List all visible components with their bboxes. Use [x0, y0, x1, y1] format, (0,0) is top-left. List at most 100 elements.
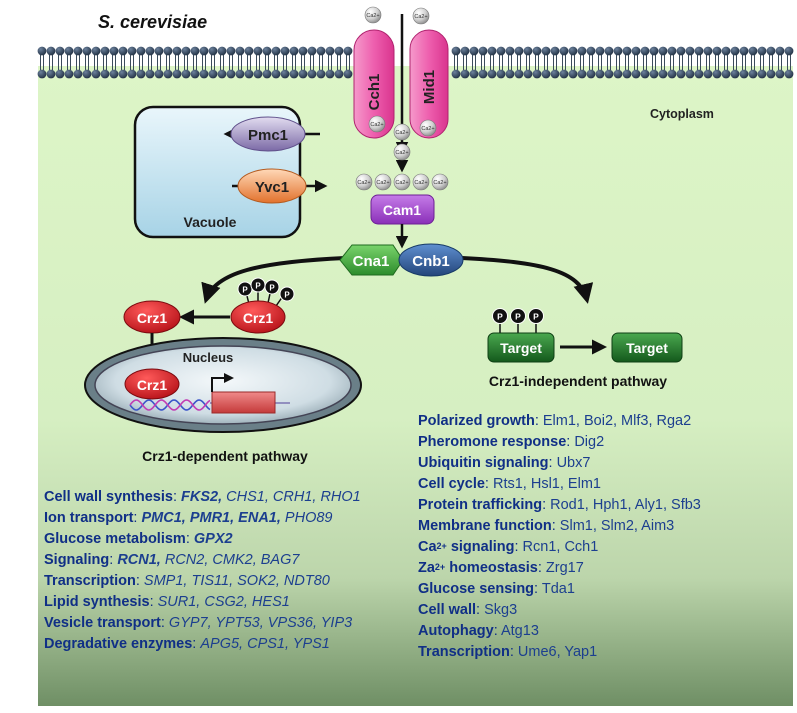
lipid-head: [127, 69, 137, 79]
lipid-head: [244, 69, 254, 79]
lipid-head: [217, 46, 227, 56]
lipid-head: [109, 46, 119, 56]
lipid-head: [604, 46, 614, 56]
lipid-head: [226, 69, 236, 79]
pmc1-label: Pmc1: [248, 127, 288, 144]
lipid-head: [658, 69, 668, 79]
lipid-head: [163, 69, 173, 79]
lipid-head: [244, 46, 254, 56]
lipid-head: [676, 69, 686, 79]
lipid-head: [199, 69, 209, 79]
lipid-head: [451, 69, 461, 79]
crz1-nuclear-label: Crz1: [137, 377, 168, 393]
lipid-head: [730, 46, 740, 56]
calcium-ion: [374, 173, 392, 191]
lipid-head: [235, 69, 245, 79]
lipid-head: [586, 69, 596, 79]
lipid-head: [181, 46, 191, 56]
lipid-head: [145, 46, 155, 56]
lipid-head: [181, 69, 191, 79]
lipid-head: [100, 46, 110, 56]
lipid-head: [118, 46, 128, 56]
lipid-head: [145, 69, 155, 79]
calcium-ion: [393, 173, 411, 191]
lipid-head: [127, 46, 137, 56]
calcium-ion-label: Ca2+: [370, 122, 383, 128]
lipid-head: [226, 46, 236, 56]
cch1-channel: Cch1: [353, 29, 395, 139]
lipid-head: [595, 46, 605, 56]
lipid-head: [712, 46, 722, 56]
lipid-head: [343, 46, 353, 56]
lipid-head: [478, 46, 488, 56]
lipid-head: [136, 69, 146, 79]
lipid-head: [514, 69, 524, 79]
lipid-head: [64, 46, 74, 56]
lipid-head: [748, 69, 758, 79]
lipid-head: [514, 46, 524, 56]
lipid-head: [307, 69, 317, 79]
calcium-ion-label: Ca2+: [433, 180, 446, 186]
mid1-channel: Mid1: [409, 29, 449, 139]
lipid-head: [262, 46, 272, 56]
lipid-head: [550, 69, 560, 79]
lipid-head: [649, 46, 659, 56]
phosphate-group: [510, 308, 526, 324]
lipid-head: [730, 69, 740, 79]
lipid-head: [199, 46, 209, 56]
lipid-head: [118, 69, 128, 79]
lipid-head: [289, 69, 299, 79]
calcium-ion-label: Ca2+: [421, 126, 434, 132]
cch1-label: Cch1: [366, 74, 383, 111]
lipid-head: [541, 46, 551, 56]
phosphate-label: P: [242, 286, 248, 295]
target-active-label: Target: [626, 340, 668, 356]
lipid-head: [478, 69, 488, 79]
target-phospho-label: Target: [500, 340, 542, 356]
crz1-active-label: Crz1: [137, 310, 168, 326]
lipid-head: [55, 46, 65, 56]
lipid-head: [559, 69, 569, 79]
target-active: Target: [611, 332, 683, 363]
lipid-head: [685, 46, 695, 56]
lipid-head: [748, 46, 758, 56]
lipid-head: [577, 46, 587, 56]
lipid-head: [235, 46, 245, 56]
calcium-ion: [412, 7, 430, 25]
lipid-head: [451, 46, 461, 56]
nucleus-label: Nucleus: [183, 350, 234, 365]
lipid-head: [784, 69, 794, 79]
cnb1-subunit: Cnb1: [398, 243, 464, 277]
lipid-head: [631, 69, 641, 79]
lipid-head: [613, 69, 623, 79]
lipid-head: [685, 69, 695, 79]
lipid-head: [208, 46, 218, 56]
cam1-calmodulin: Cam1: [370, 194, 435, 225]
lipid-head: [271, 46, 281, 56]
lipid-head: [208, 69, 218, 79]
lipid-head: [37, 69, 47, 79]
lipid-head: [334, 46, 344, 56]
lipid-head: [460, 69, 470, 79]
phosphate-label: P: [284, 291, 290, 300]
lipid-head: [46, 69, 56, 79]
lipid-head: [667, 46, 677, 56]
calcium-ion: [419, 119, 437, 137]
lipid-head: [640, 69, 650, 79]
lipid-head: [55, 69, 65, 79]
lipid-head: [505, 46, 515, 56]
lipid-head: [91, 69, 101, 79]
phosphate-label: P: [497, 312, 503, 322]
lipid-head: [325, 69, 335, 79]
lipid-head: [100, 69, 110, 79]
lipid-head: [622, 46, 632, 56]
lipid-head: [487, 46, 497, 56]
lipid-head: [82, 69, 92, 79]
lipid-head: [469, 69, 479, 79]
calcium-ion-label: Ca2+: [395, 150, 408, 156]
arrow-to-target: [461, 256, 594, 304]
mid1-label: Mid1: [421, 70, 438, 104]
calcium-ion: [393, 143, 411, 161]
calcium-ion-label: Ca2+: [414, 14, 427, 20]
